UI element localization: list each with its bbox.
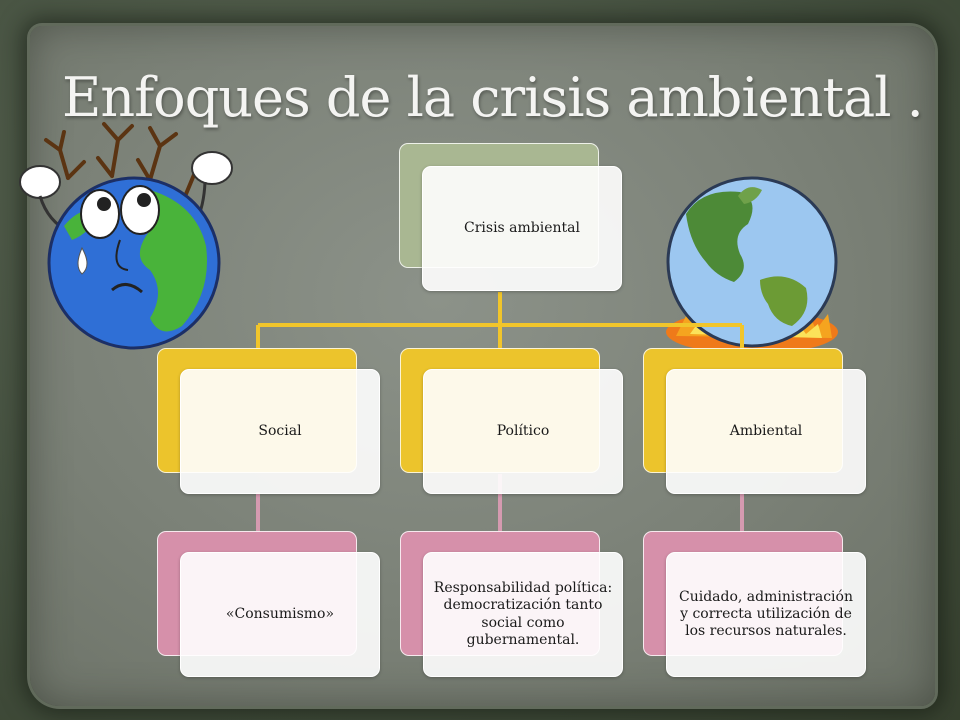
detail-social-text: «Consumismo» [225, 605, 335, 622]
branch-ambiental-label: Ambiental [729, 422, 803, 439]
branch-social-node: Social [180, 369, 380, 494]
detail-social-node: «Consumismo» [180, 552, 380, 677]
branch-ambiental-node: Ambiental [666, 369, 866, 494]
detail-politico-text: Responsabilidad política: democratizació… [433, 580, 613, 648]
detail-ambiental-node: Cuidado, administración y correcta utili… [666, 552, 866, 677]
detail-ambiental-text: Cuidado, administración y correcta utili… [679, 588, 853, 640]
branch-social-label: Social [258, 422, 302, 439]
root-node: Crisis ambiental [422, 166, 622, 291]
slide-title: Enfoques de la crisis ambiental . [62, 66, 924, 129]
detail-politico-node: Responsabilidad política: democratizació… [423, 552, 623, 677]
branch-politico-label: Político [496, 422, 550, 439]
root-node-label: Crisis ambiental [464, 219, 580, 236]
branch-politico-node: Político [423, 369, 623, 494]
